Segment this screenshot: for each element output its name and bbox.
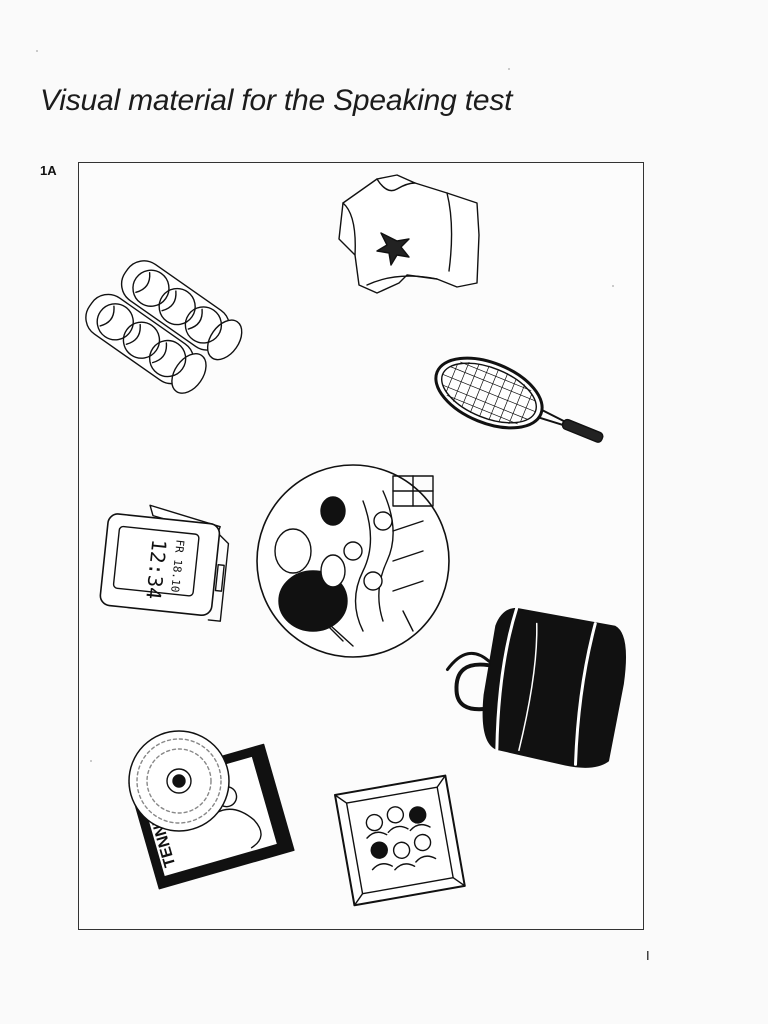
sports-bag-illustration (445, 607, 627, 768)
scan-speck (36, 50, 38, 52)
scan-speck (612, 285, 614, 287)
clock-date-text: FR 18.10 (168, 539, 186, 593)
page-title: Visual material for the Speaking test (40, 84, 513, 117)
t-shirt-illustration (338, 174, 480, 294)
tennis-balls-illustration (85, 260, 243, 394)
picture-frame: 12:34 FR 18.10 (78, 162, 644, 930)
alarm-clock-illustration: 12:34 FR 18.10 (99, 504, 230, 622)
scan-speck (90, 760, 92, 762)
magazine-cd-illustration: TENNIS (128, 730, 295, 890)
framed-photo-illustration (334, 774, 466, 907)
tennis-players-illustration (256, 464, 450, 658)
scan-speck (508, 68, 510, 70)
page-number: I (646, 948, 650, 963)
tennis-racket-illustration (434, 356, 604, 443)
section-label: 1A (40, 163, 57, 178)
